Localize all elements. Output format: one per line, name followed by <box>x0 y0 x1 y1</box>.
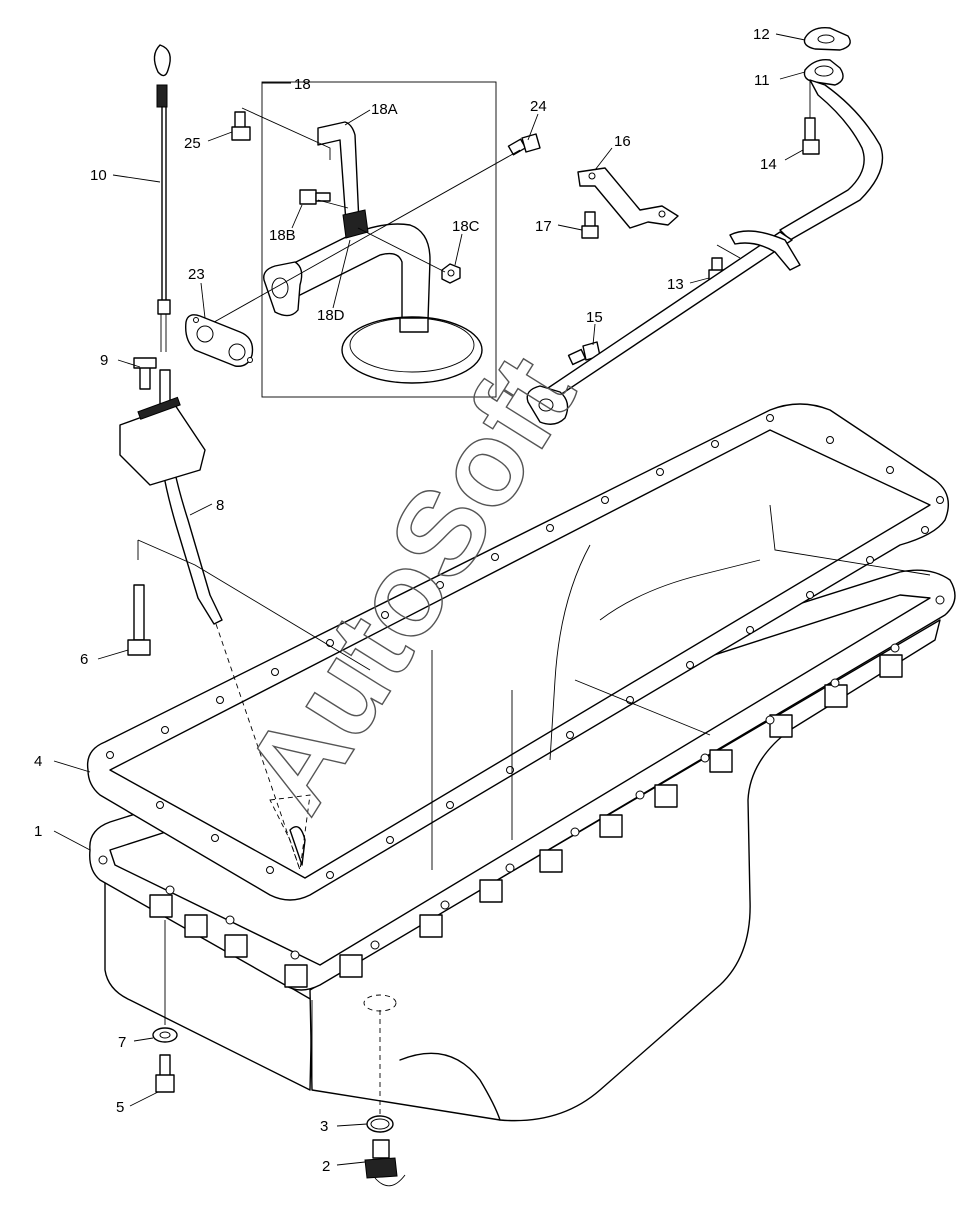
callout-13: 13 <box>667 276 684 293</box>
callout-15: 15 <box>586 309 603 326</box>
oil-return-pipe <box>526 59 884 425</box>
callout-1: 1 <box>34 823 42 840</box>
callout-3: 3 <box>320 1118 328 1135</box>
callout-4: 4 <box>34 753 42 770</box>
gasket-12 <box>803 27 851 51</box>
bolt-24 <box>507 133 541 156</box>
callout-labels: 1 2 3 4 5 6 7 8 9 10 11 12 13 14 15 16 1… <box>34 26 777 1175</box>
bolt-5 <box>155 920 175 1093</box>
callout-12: 12 <box>753 26 770 43</box>
pan-inner-contour <box>431 504 931 870</box>
o-ring-3 <box>366 1115 394 1133</box>
callout-7: 7 <box>118 1034 126 1051</box>
callout-17: 17 <box>535 218 552 235</box>
callout-18D: 18D <box>317 307 345 324</box>
callout-10: 10 <box>90 167 107 184</box>
callout-24: 24 <box>530 98 547 115</box>
bolt-6 <box>127 584 151 656</box>
callout-18A: 18A <box>371 101 398 118</box>
oil-pan-gasket <box>86 403 949 901</box>
gasket-23 <box>185 314 254 367</box>
callout-16: 16 <box>614 133 631 150</box>
suction-pipe-group-18 <box>199 81 521 398</box>
washer-7 <box>152 1027 178 1043</box>
bolt-14 <box>802 80 820 155</box>
bolt-9 <box>133 357 157 390</box>
drain-plug-2 <box>364 1139 406 1187</box>
callout-9: 9 <box>100 352 108 369</box>
bolt-25 <box>231 111 251 141</box>
bolt-18B <box>299 189 331 205</box>
callout-25: 25 <box>184 135 201 152</box>
bracket-16 <box>577 167 679 229</box>
callout-6: 6 <box>80 651 88 668</box>
dipstick-tube <box>119 369 311 871</box>
bolt-17 <box>581 211 599 239</box>
callout-18B: 18B <box>269 227 296 244</box>
callout-11: 11 <box>754 72 770 89</box>
nut-18C <box>441 263 461 284</box>
callout-leaders <box>53 33 806 1166</box>
callout-2: 2 <box>322 1158 330 1175</box>
callout-5: 5 <box>116 1099 124 1116</box>
callout-23: 23 <box>188 266 205 283</box>
callout-18: 18 <box>294 76 311 93</box>
callout-14: 14 <box>760 156 777 173</box>
callout-18C: 18C <box>452 218 480 235</box>
callout-8: 8 <box>216 497 224 514</box>
dipstick <box>153 44 171 352</box>
